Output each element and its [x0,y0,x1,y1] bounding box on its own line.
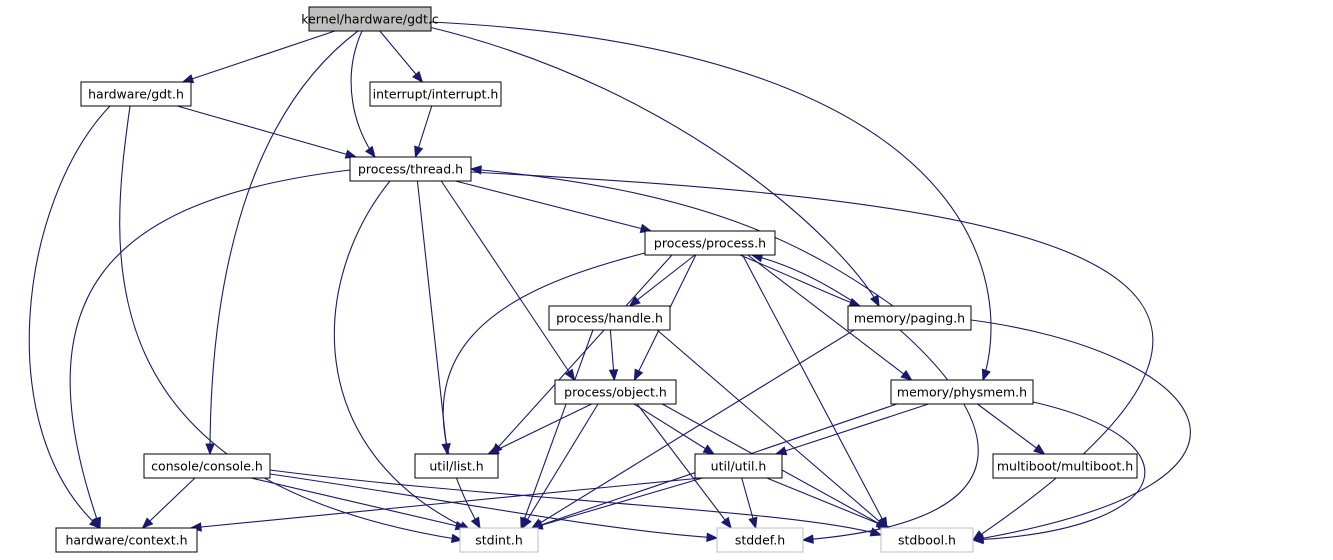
edge-paging-to-thread [469,165,894,307]
edge-object-to-list [487,403,592,455]
node-gdt-c[interactable]: kernel/hardware/gdt.c [301,6,439,32]
node-label: process/handle.h [556,311,663,326]
node-label: stdbool.h [898,533,956,548]
edge-object-to-stddef [636,403,732,530]
edge-gdt_c-to-paging [428,26,880,308]
node-label: memory/paging.h [854,311,965,326]
edges-layer [28,21,1191,545]
nodes-layer: kernel/hardware/gdt.c hardware/gdt.h inter… [55,6,1138,553]
node-object[interactable]: process/object.h [554,379,677,405]
edge-thread-to-process [455,180,653,233]
node-stdbool: stdbool.h [880,527,974,553]
node-box [694,453,783,479]
node-box [890,379,1034,405]
edge-util-to-stdbool [766,477,891,529]
node-label: kernel/hardware/gdt.c [301,12,439,27]
node-box [414,453,499,479]
node-hw-gdt[interactable]: hardware/gdt.h [80,81,192,107]
edge-object-to-stdint [521,403,599,530]
node-label: process/process.h [654,236,766,251]
node-label: hardware/gdt.h [88,87,184,102]
node-thread[interactable]: process/thread.h [349,156,472,182]
edge-thread-to-context [69,169,351,530]
edge-paging-to-process [750,253,861,307]
edge-process-to-stdbool [742,254,888,530]
node-label: multiboot/multiboot.h [997,459,1133,474]
node-stdint: stdint.h [459,527,539,553]
edge-console-to-context [141,477,196,529]
edge-process-to-physmem [747,254,913,381]
edge-thread-to-object [440,180,576,382]
node-multiboot[interactable]: multiboot/multiboot.h [992,453,1138,479]
node-process[interactable]: process/process.h [644,230,776,256]
node-box [369,81,502,107]
node-box [143,453,271,479]
node-label: console/console.h [151,459,263,474]
node-box [349,156,472,182]
edge-hw_gdt-to-stdint [119,105,464,544]
node-list[interactable]: util/list.h [414,453,499,479]
edge-gdt_c-to-int [379,30,424,84]
node-box [847,305,972,331]
edge-console-to-stdbool [269,469,883,537]
node-label: hardware/context.h [65,533,187,548]
edge-paging-to-stdint [530,329,855,529]
edge-gdt_c-to-console [205,30,359,456]
edge-gdt_c-to-physmem [430,21,992,382]
node-paging[interactable]: memory/paging.h [847,305,972,331]
edge-console-to-stddef [269,473,719,543]
node-context[interactable]: hardware/context.h [55,527,198,553]
node-label: process/thread.h [358,162,463,177]
node-util[interactable]: util/util.h [694,453,783,479]
edge-hw_gdt-to-context [28,105,111,529]
node-box [554,379,677,405]
node-box [55,527,198,553]
edge-util-to-stddef [741,477,758,530]
node-box [80,81,192,107]
node-box [459,527,539,553]
node-label: stddef.h [735,533,785,548]
node-box [308,6,432,32]
edge-process-to-list [491,254,673,455]
edge-paging-to-stdbool [970,319,1191,543]
edge-physmem-to-multiboot [977,403,1046,455]
edge-gdt_c-to-thread [350,30,376,159]
node-box [716,527,804,553]
edge-object-to-util [633,403,716,455]
node-console[interactable]: console/console.h [143,453,271,479]
edge-handle-to-object [608,329,619,382]
node-label: memory/physmem.h [897,385,1027,400]
node-box [644,230,776,256]
node-label: process/object.h [564,385,667,400]
node-int[interactable]: interrupt/interrupt.h [369,81,502,107]
node-label: util/list.h [429,459,483,474]
node-box [880,527,974,553]
node-physmem[interactable]: memory/physmem.h [890,379,1034,405]
edge-physmem-to-util [774,403,929,456]
node-box [548,305,671,331]
node-label: util/util.h [711,459,767,474]
edge-physmem-to-stdbool [971,401,1146,545]
edge-thread-to-list [416,180,451,456]
node-stddef: stddef.h [716,527,804,553]
edge-process-to-handle [628,254,696,307]
node-handle[interactable]: process/handle.h [548,305,671,331]
edge-int-to-thread [414,105,433,159]
edge-hw_gdt-to-thread [177,105,358,159]
node-label: interrupt/interrupt.h [373,87,499,102]
edge-util-to-stdint [530,477,703,530]
node-label: stdint.h [475,533,523,548]
node-box [992,453,1138,479]
